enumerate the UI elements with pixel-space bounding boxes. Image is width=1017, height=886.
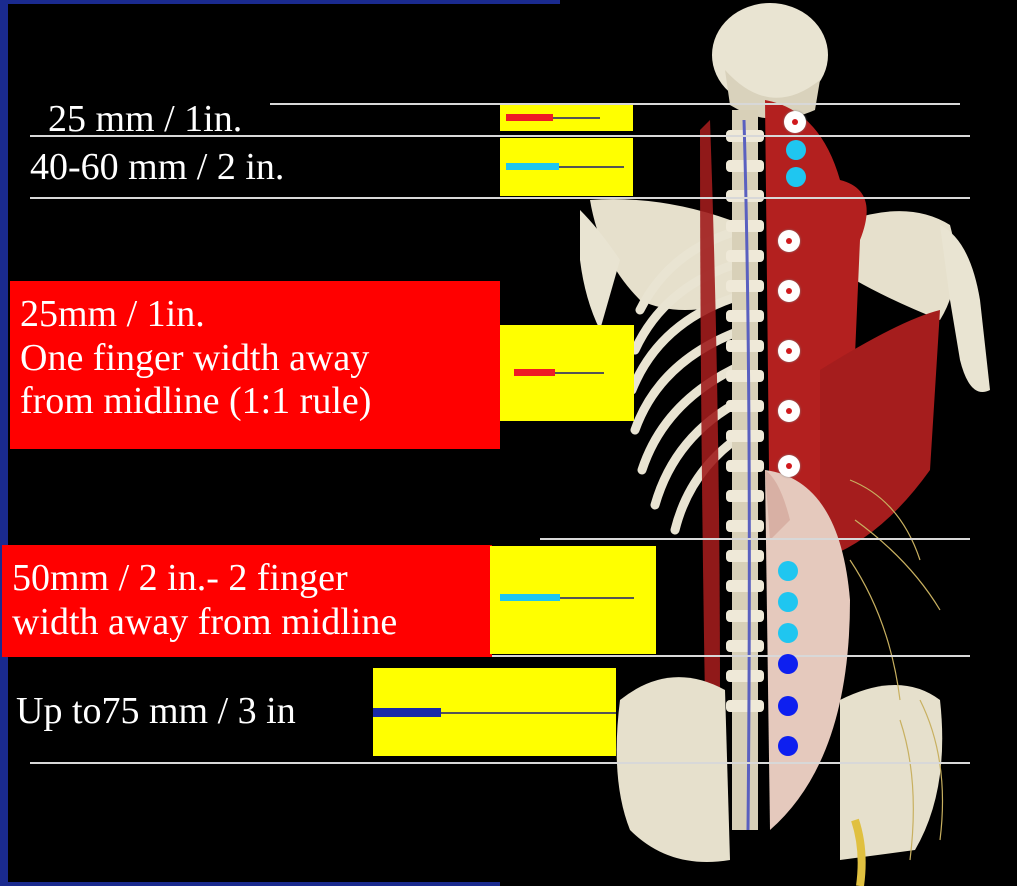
depth-bar-box-2 — [500, 138, 633, 196]
rule-line-3: from midline (1:1 rule) — [20, 380, 490, 424]
injection-point-dot — [778, 340, 800, 362]
injection-point-dot — [786, 167, 806, 187]
needle-depth-bar — [500, 594, 560, 601]
injection-point-dot — [778, 400, 800, 422]
frame-border-top — [0, 0, 560, 4]
needle-depth-bar — [373, 708, 441, 717]
right-scapula — [850, 211, 956, 320]
depth-bar-box-4 — [490, 546, 656, 654]
injection-point-dot — [778, 654, 798, 674]
depth-bar-box-3 — [500, 325, 634, 421]
injection-point-dot — [778, 623, 798, 643]
depth-bar-box-1 — [500, 105, 633, 131]
rule-line-2: One finger width away — [20, 337, 490, 381]
rule-line-1: 50mm / 2 in.- 2 finger — [12, 557, 482, 601]
needle-depth-bar — [506, 163, 559, 170]
spine — [726, 110, 764, 830]
rule-line-1: 25mm / 1in. — [20, 293, 490, 337]
left-pelvis — [617, 677, 730, 862]
injection-point-dot — [778, 592, 798, 612]
rule-box-two-finger: 50mm / 2 in.- 2 finger width away from m… — [2, 545, 492, 657]
depth-label-2: 40-60 mm / 2 in. — [30, 146, 284, 189]
frame-border-left — [0, 0, 8, 886]
injection-point-dot — [786, 140, 806, 160]
frame-border-bottom — [0, 882, 500, 886]
injection-point-dot — [778, 230, 800, 252]
injection-point-dot — [778, 455, 800, 477]
injection-point-dot — [778, 561, 798, 581]
guide-line-3 — [30, 197, 970, 199]
depth-label-5: Up to75 mm / 3 in — [16, 690, 296, 733]
needle-depth-bar — [514, 369, 555, 376]
injection-point-dot — [778, 736, 798, 756]
guide-line-5 — [490, 655, 970, 657]
depth-bar-box-5 — [373, 668, 616, 756]
injection-point-dot — [784, 111, 806, 133]
injection-point-dot — [778, 696, 798, 716]
depth-label-1: 25 mm / 1in. — [48, 98, 242, 141]
injection-point-dot — [778, 280, 800, 302]
guide-line-6 — [30, 762, 970, 764]
needle-depth-bar — [506, 114, 553, 121]
rule-box-one-finger: 25mm / 1in. One finger width away from m… — [10, 281, 500, 449]
guide-line-4 — [540, 538, 970, 540]
rule-line-2: width away from midline — [12, 601, 482, 645]
